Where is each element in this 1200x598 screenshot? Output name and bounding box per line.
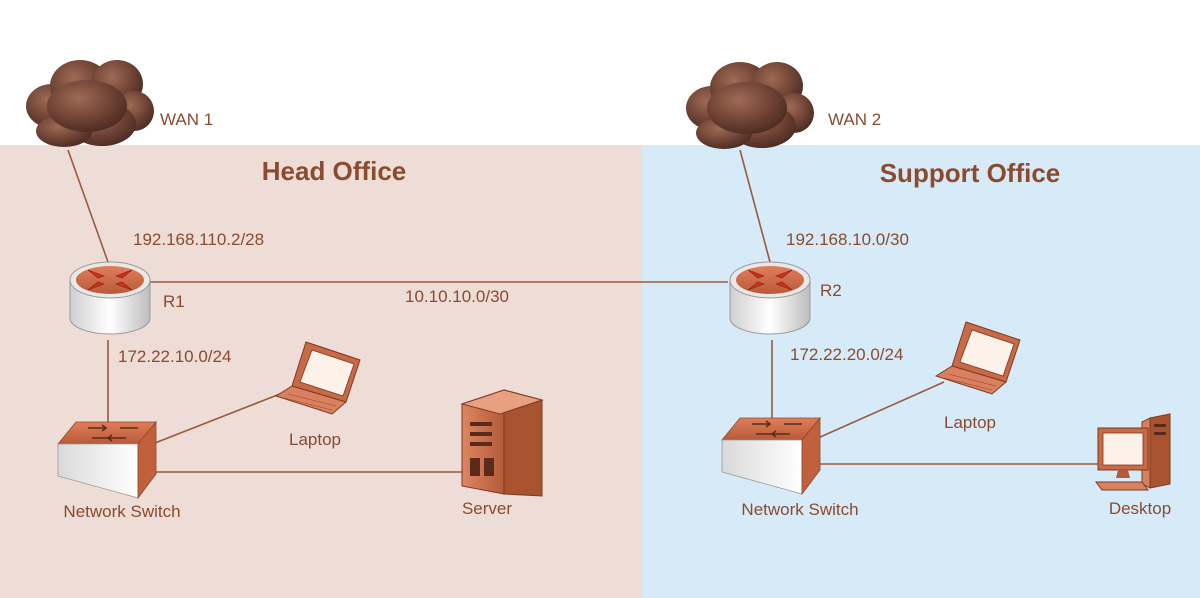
network-switch-icon (57, 420, 157, 500)
r1-r2-subnet-label: 10.10.10.0/30 (405, 287, 509, 306)
support-office-title: Support Office (880, 158, 1061, 188)
desktop-label: Desktop (1109, 499, 1171, 518)
head-laptop-label: Laptop (289, 430, 341, 449)
head-lan-subnet-label: 172.22.10.0/24 (118, 347, 231, 366)
laptop-icon (274, 341, 361, 415)
wan1-to-r1-link (67, 149, 109, 263)
cloud-icon (26, 60, 154, 147)
r2-wan-subnet-label: 192.168.10.0/30 (786, 230, 909, 249)
cloud-icon (686, 62, 814, 149)
router-icon (69, 261, 151, 335)
switch-to-laptop-link (154, 391, 286, 444)
wan2-label: WAN 2 (828, 110, 881, 129)
wan2-to-r2-link (739, 149, 771, 263)
desktop-icon (1095, 413, 1171, 491)
support-lan-subnet-label: 172.22.20.0/24 (790, 345, 903, 364)
switch-to-laptop-link-2 (817, 381, 945, 439)
head-switch-label: Network Switch (63, 502, 180, 521)
router-icon (729, 261, 811, 335)
wan1-label: WAN 1 (160, 110, 213, 129)
support-office-zone (642, 145, 1200, 598)
r1-label: R1 (163, 292, 185, 311)
support-switch-label: Network Switch (741, 500, 858, 519)
support-laptop-label: Laptop (944, 413, 996, 432)
laptop-icon (934, 321, 1021, 395)
head-office-title: Head Office (262, 156, 407, 186)
r2-label: R2 (820, 281, 842, 300)
network-switch-icon (721, 416, 821, 496)
r1-wan-subnet-label: 192.168.110.2/28 (133, 230, 264, 249)
server-label: Server (462, 499, 512, 518)
server-icon (460, 389, 544, 497)
